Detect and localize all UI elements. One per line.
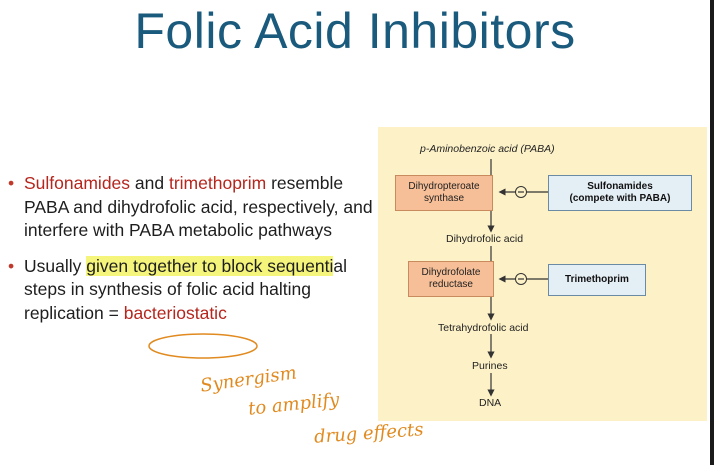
trimethoprim-box: Trimethoprim (548, 264, 646, 296)
dihydropteroate-synthase-box: Dihydropteroate synthase (395, 175, 493, 211)
bullet-text-part: Usually (24, 255, 87, 276)
bacteriostatic-circle (148, 333, 258, 359)
bullet-dot-icon: • (8, 255, 15, 276)
folate-pathway-diagram: p-Aminobenzoic acid (PABA) Dihydropteroa… (378, 127, 707, 421)
bullet-text-part: al steps in synthesis of folic acid halt… (24, 255, 347, 323)
bullet-text-part: and (130, 173, 169, 193)
bullet-list: • Sulfonamides and trimethoprim resemble… (8, 172, 378, 337)
slide-right-edge (710, 0, 714, 465)
bullet-item: • Usually given together to block sequen… (8, 255, 378, 326)
bullet-dot-icon: • (8, 173, 15, 193)
highlighted-text: given together to block sequenti (86, 255, 334, 276)
dna-label: DNA (479, 397, 502, 409)
slide-title: Folic Acid Inhibitors (134, 3, 576, 59)
bullet-text-part: trimethoprim (168, 173, 267, 193)
paba-label: p-Aminobenzoic acid (PABA) (420, 143, 555, 155)
tetrahydrofolic-acid-label: Tetrahydrofolic acid (438, 322, 529, 334)
bullet-item: • Sulfonamides and trimethoprim resemble… (8, 172, 378, 243)
bullet-text-part: resemble PABA and dihydrofolic acid, res… (24, 173, 373, 240)
dihydrofolate-reductase-box: Dihydrofolate reductase (408, 261, 494, 297)
bullet-text-part: Sulfonamides (24, 173, 131, 193)
purines-label: Purines (472, 360, 508, 372)
dihydrofolic-acid-label: Dihydrofolic acid (446, 233, 524, 245)
pathway-arrows (487, 159, 548, 397)
bacteriostatic-text: bacteriostatic (123, 302, 227, 323)
sulfonamides-box: Sulfonamides (compete with PABA) (548, 175, 692, 211)
